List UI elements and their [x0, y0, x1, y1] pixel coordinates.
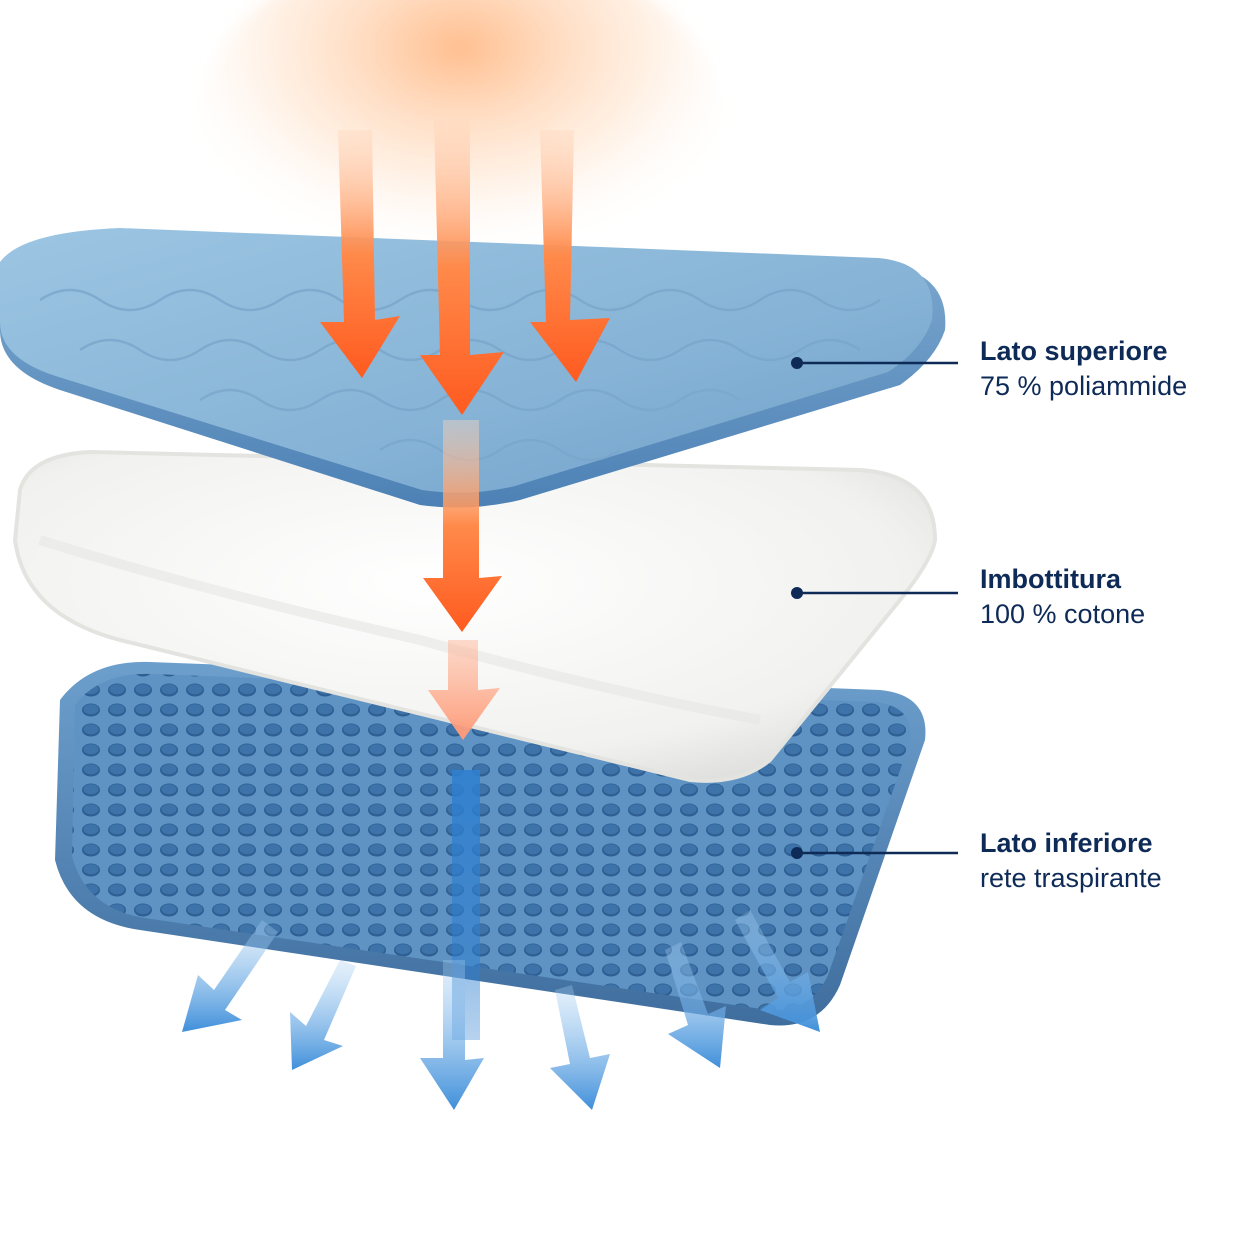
padding-layer-title: Imbottitura	[980, 564, 1121, 594]
callout-middle	[791, 587, 958, 599]
label-bottom-layer: Lato inferiore rete traspirante	[980, 826, 1162, 896]
padding-layer-subtitle: 100 % cotone	[980, 599, 1146, 630]
air-flow-arrow-icon	[182, 920, 278, 1032]
top-layer-subtitle: 75 % poliammide	[980, 371, 1188, 402]
label-padding-layer: Imbottitura 100 % cotone	[980, 562, 1145, 632]
air-flow-arrow-icon	[420, 960, 484, 1110]
label-top-layer: Lato superiore 75 % poliammide	[980, 334, 1187, 404]
callout-top	[791, 357, 958, 369]
air-flow-arrow-icon	[290, 960, 356, 1070]
bottom-layer-title: Lato inferiore	[980, 828, 1153, 858]
heat-arrow-icon	[420, 120, 504, 415]
air-flow-arrow-icon	[665, 942, 726, 1068]
air-flow-arrows	[182, 910, 820, 1110]
cotton-padding-layer	[12, 449, 938, 783]
top-layer-title: Lato superiore	[980, 336, 1168, 366]
air-flow-arrow-icon	[550, 985, 610, 1110]
bottom-layer-subtitle: rete traspirante	[980, 863, 1162, 894]
air-flow-arrow-icon	[735, 910, 820, 1032]
heat-arrow-icon	[423, 420, 502, 632]
heat-arrows	[320, 120, 610, 740]
heat-arrow-icon	[530, 130, 610, 382]
callout-bottom	[791, 847, 958, 859]
heat-arrow-icon	[428, 640, 500, 740]
heat-arrow-icon	[320, 130, 400, 378]
